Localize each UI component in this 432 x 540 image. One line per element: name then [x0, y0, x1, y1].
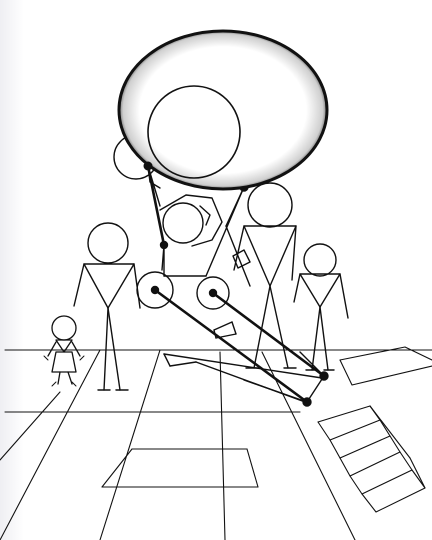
child-scribble-marks — [44, 356, 84, 386]
right-tall-stick-figure — [234, 183, 296, 368]
floor-perspective-grid — [0, 350, 432, 540]
left-stick-figure — [74, 223, 140, 390]
diagonal-shadow-rods — [155, 290, 328, 406]
large-balloon-head — [119, 31, 327, 189]
staircase — [318, 347, 432, 512]
far-right-stick-figure — [294, 244, 348, 370]
